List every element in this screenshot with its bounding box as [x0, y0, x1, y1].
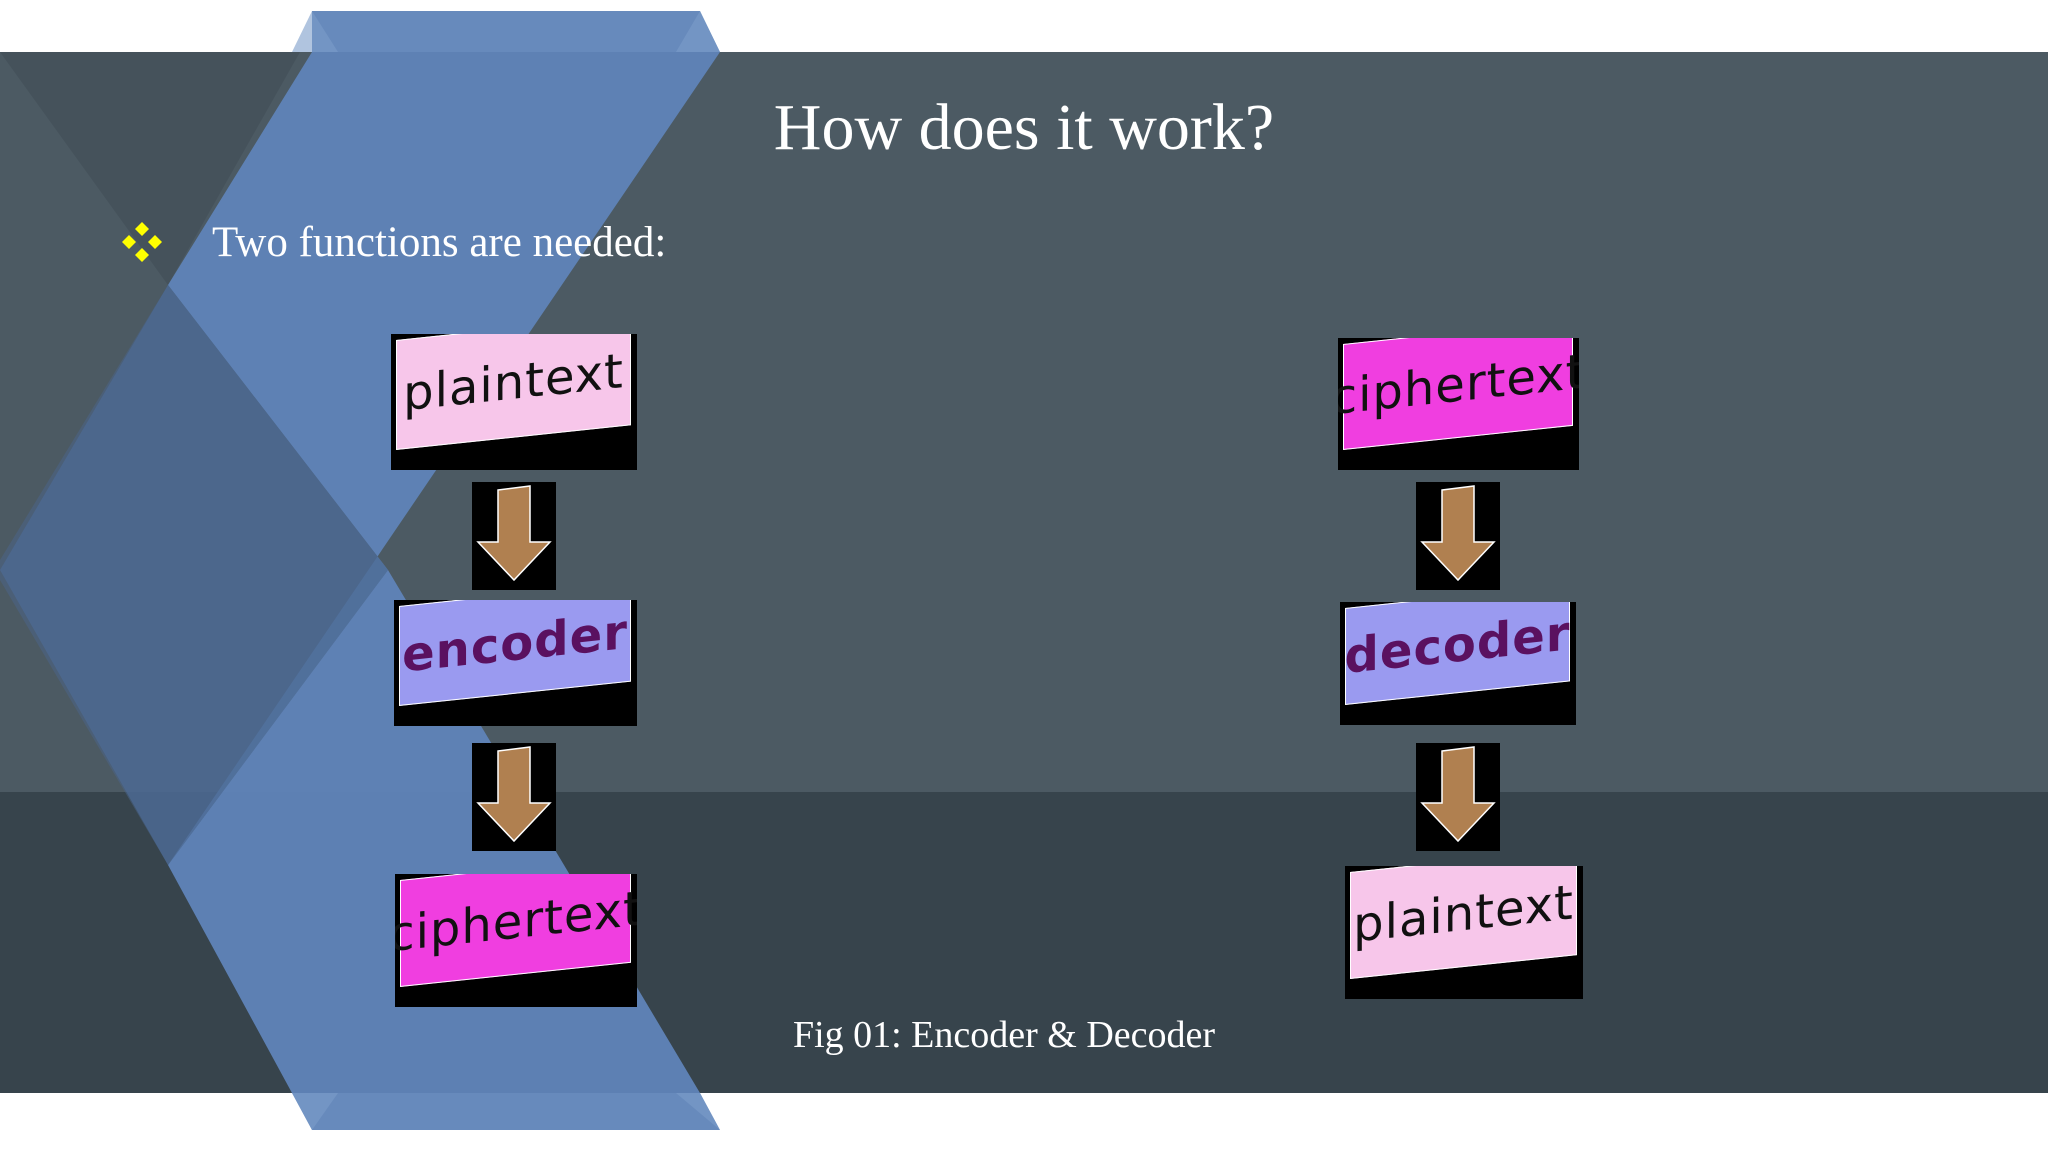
down-arrow-icon [472, 482, 556, 590]
encoder-box: encoder [394, 600, 637, 726]
left-ciphertext-label: ciphertext [395, 879, 637, 963]
right-plaintext-label: plaintext [1353, 873, 1574, 954]
right-ciphertext-box: ciphertext [1338, 338, 1579, 470]
right-ciphertext-label: ciphertext [1338, 343, 1579, 427]
decoder-box: decoder [1340, 602, 1576, 725]
right-plaintext-box: plaintext [1345, 866, 1583, 999]
down-arrow-icon [1416, 482, 1500, 590]
left-ciphertext-box: ciphertext [395, 874, 637, 1007]
encoder-label: encoder [402, 603, 628, 684]
left-plaintext-label: plaintext [403, 343, 624, 423]
down-arrow-icon [1416, 743, 1500, 851]
figure-caption: Fig 01: Encoder & Decoder [792, 1014, 1216, 1056]
diamond-bullet-icon [120, 220, 164, 264]
bullet-item: Two functions are needed: [120, 212, 666, 272]
decoder-label: decoder [1344, 604, 1571, 685]
slide-title: How does it work? [773, 91, 1275, 164]
left-plaintext-box: plaintext [391, 334, 637, 470]
down-arrow-icon [472, 743, 556, 851]
bullet-text: Two functions are needed: [212, 218, 667, 266]
